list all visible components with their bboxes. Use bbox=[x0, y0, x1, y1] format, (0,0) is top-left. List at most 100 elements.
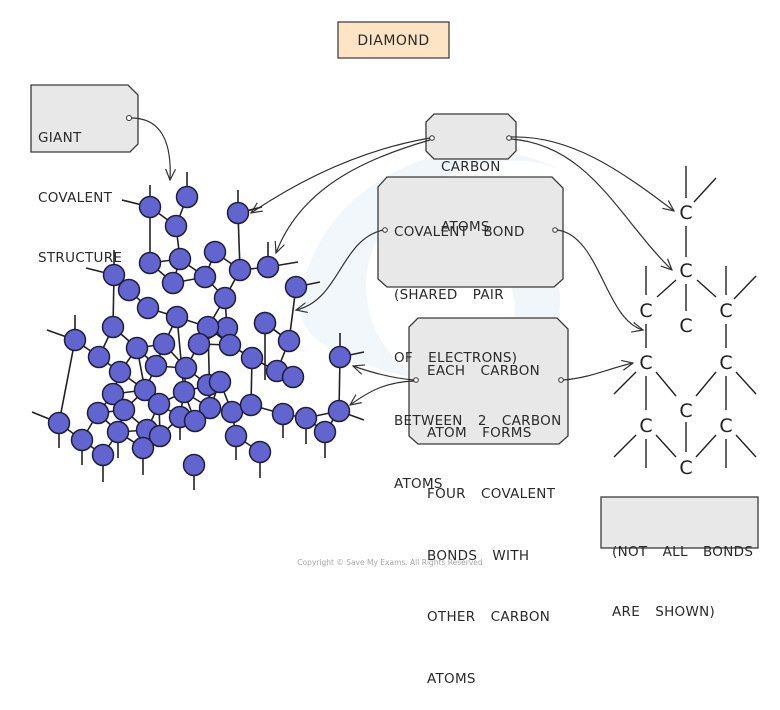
not-all-bonds-note bbox=[600, 496, 759, 549]
carbon-atom bbox=[91, 443, 115, 467]
formula-bond bbox=[613, 434, 637, 458]
carbon-atom bbox=[256, 255, 280, 279]
carbon-atoms-callout bbox=[425, 113, 517, 160]
label-line: COVALENT bbox=[38, 190, 113, 206]
formula-bond bbox=[655, 371, 677, 397]
each-carbon-label: EACH CARBON ATOM FORMS FOUR COVALENT BON… bbox=[427, 320, 555, 710]
label-line: ARE SHOWN) bbox=[612, 604, 716, 620]
carbon-atom bbox=[108, 360, 132, 384]
title-text: DIAMOND bbox=[357, 33, 429, 49]
formula-bond bbox=[693, 177, 717, 203]
carbon-atom bbox=[131, 436, 155, 460]
formula-carbon-atom: C bbox=[719, 300, 732, 322]
carbon-atom bbox=[281, 365, 305, 389]
carbon-atom bbox=[70, 428, 94, 452]
carbon-atom bbox=[248, 440, 272, 464]
label-line: (SHARED PAIR bbox=[394, 287, 504, 303]
carbon-atom bbox=[253, 311, 277, 335]
formula-bond bbox=[655, 434, 677, 458]
label-line: ATOMS bbox=[394, 476, 443, 492]
carbon-atom bbox=[224, 424, 248, 448]
carbon-atom bbox=[208, 370, 232, 394]
label-line: OF ELECTRONS) bbox=[394, 350, 518, 366]
carbon-atom bbox=[117, 278, 141, 302]
carbon-atom bbox=[277, 329, 301, 353]
formula-carbon-atom: C bbox=[679, 260, 692, 282]
carbon-atom bbox=[112, 398, 136, 422]
formula-bond bbox=[695, 434, 717, 458]
arrow-each-to-formula bbox=[562, 363, 633, 381]
carbon-atom bbox=[313, 420, 337, 444]
covalent-bond-label: COVALENT BOND (SHARED PAIR OF ELECTRONS)… bbox=[394, 180, 562, 516]
carbon-atom bbox=[239, 393, 263, 417]
carbon-atom bbox=[284, 275, 308, 299]
carbon-atom bbox=[147, 392, 171, 416]
formula-bond bbox=[613, 371, 637, 395]
label-line: ATOM FORMS bbox=[427, 424, 532, 441]
label-line: COVALENT BOND bbox=[394, 224, 525, 240]
formula-carbon-atom: C bbox=[679, 202, 692, 224]
lattice-bond bbox=[58, 339, 76, 424]
carbon-atom bbox=[228, 258, 252, 282]
arrow-each-to-atom-1 bbox=[353, 366, 415, 381]
carbon-atom bbox=[220, 400, 244, 424]
carbon-atom bbox=[161, 271, 185, 295]
carbon-atom bbox=[328, 345, 352, 369]
carbon-atom bbox=[175, 185, 199, 209]
formula-carbon-atom: C bbox=[639, 415, 652, 437]
carbon-atom bbox=[47, 411, 71, 435]
carbon-atom bbox=[218, 333, 242, 357]
label-line: (NOT ALL BONDS bbox=[612, 544, 754, 560]
formula-bond bbox=[656, 279, 677, 298]
title-box: DIAMOND bbox=[337, 21, 450, 59]
formula-carbon-atom: C bbox=[639, 352, 652, 374]
formula-bond bbox=[695, 371, 717, 397]
carbon-atom bbox=[240, 346, 264, 370]
carbon-atom bbox=[182, 453, 206, 477]
carbon-atom bbox=[63, 328, 87, 352]
carbon-atom bbox=[101, 382, 125, 406]
carbon-atom bbox=[226, 201, 250, 225]
formula-carbon-atom: C bbox=[679, 315, 692, 337]
formula-bond bbox=[696, 279, 717, 298]
carbon-atom bbox=[164, 214, 188, 238]
label-line: CARBON bbox=[441, 159, 501, 175]
label-line: ATOMS bbox=[441, 219, 490, 235]
carbon-atom bbox=[106, 420, 130, 444]
giant-covalent-structure-label: GIANT COVALENT STRUCTURE bbox=[38, 88, 122, 288]
label-line: BONDS WITH bbox=[427, 547, 530, 564]
diamond-lattice bbox=[31, 172, 365, 490]
carbon-atom bbox=[125, 336, 149, 360]
lattice-bond bbox=[176, 316, 185, 393]
not-all-bonds-label: (NOT ALL BONDS ARE SHOWN) bbox=[612, 502, 753, 642]
arrow-giant-to-lattice bbox=[130, 117, 170, 180]
carbon-atom bbox=[165, 305, 189, 329]
carbon-atom bbox=[183, 409, 207, 433]
formula-carbon-atom: C bbox=[719, 415, 732, 437]
label-line: STRUCTURE bbox=[38, 250, 123, 266]
arrow-carbon-to-formula-1 bbox=[510, 136, 674, 211]
carbon-atom bbox=[327, 399, 351, 423]
label-line: EACH CARBON bbox=[427, 363, 541, 379]
giant-covalent-structure-callout bbox=[30, 84, 139, 153]
carbon-atom bbox=[187, 332, 211, 356]
arrow-bond-to-formula bbox=[556, 229, 643, 330]
carbon-atom bbox=[198, 396, 222, 420]
label-line: ATOMS bbox=[427, 670, 476, 687]
carbon-atom bbox=[144, 354, 168, 378]
arrow-each-to-atom-2 bbox=[350, 380, 415, 405]
label-line: GIANT bbox=[38, 130, 82, 146]
formula-carbon-atom: C bbox=[679, 457, 692, 479]
copyright-notice: Copyright © Save My Exams. All Rights Re… bbox=[297, 558, 483, 567]
formula-bond bbox=[733, 275, 757, 300]
carbon-atom bbox=[152, 332, 176, 356]
carbon-atoms-label: CARBON ATOMS bbox=[441, 117, 501, 257]
carbon-atom bbox=[102, 263, 126, 287]
formula-bond bbox=[735, 371, 757, 395]
carbon-atom bbox=[133, 378, 157, 402]
label-line: OTHER CARBON bbox=[427, 609, 551, 625]
formula-carbon-atom: C bbox=[719, 352, 732, 374]
carbon-atom bbox=[138, 251, 162, 275]
